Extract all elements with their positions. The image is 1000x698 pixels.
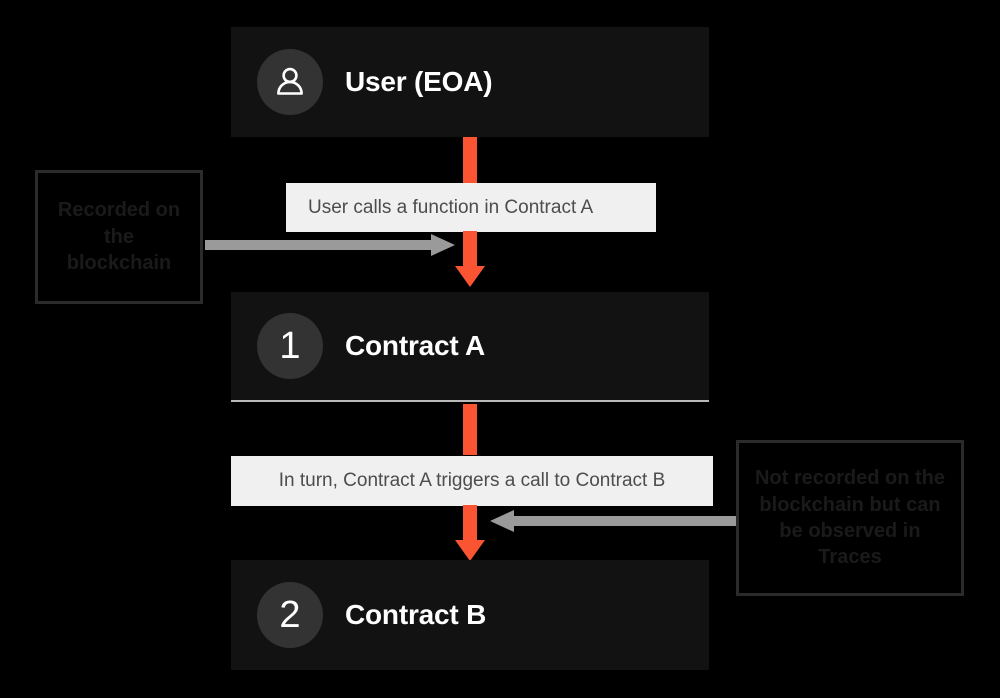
node-contract-b[interactable]: 2 Contract B — [231, 560, 709, 670]
orange-connector-user-to-label1 — [463, 137, 477, 184]
orange-connector-label1-to-contract-a — [463, 231, 477, 271]
flow-label-user-calls-contract-a: User calls a function in Contract A — [286, 183, 656, 232]
gray-arrow-left-shaft — [205, 240, 433, 250]
node-contract-a-title: Contract A — [345, 330, 486, 361]
flow-label-contract-a-triggers-contract-b: In turn, Contract A triggers a call to C… — [231, 456, 713, 506]
gray-arrow-left-to-contract-a — [205, 234, 455, 256]
orange-connector-contract-a-to-label2 — [463, 404, 477, 455]
orange-connector-label2-to-contract-b — [463, 505, 477, 545]
gray-arrow-left-head-icon — [431, 234, 455, 256]
step-number-badge-2: 2 — [257, 582, 323, 648]
annotation-recorded-on-blockchain: Recorded on the blockchain — [35, 170, 203, 304]
gray-arrow-right-head-icon — [490, 510, 514, 532]
orange-arrowhead-to-contract-b — [455, 540, 485, 561]
gray-arrow-right-shaft — [512, 516, 736, 526]
node-contract-b-title: Contract B — [345, 599, 487, 630]
orange-arrowhead-to-contract-a — [455, 266, 485, 287]
gray-arrow-right-to-contract-b — [490, 510, 736, 532]
step-number-badge-1: 1 — [257, 313, 323, 379]
annotation-left-text: Recorded on the blockchain — [57, 199, 181, 275]
annotation-right-text: Not recorded on the blockchain but can b… — [754, 467, 945, 569]
user-person-icon — [257, 49, 323, 115]
flow-label-2-text: In turn, Contract A triggers a call to C… — [278, 470, 666, 491]
node-contract-a[interactable]: 1 Contract A — [231, 292, 709, 402]
annotation-not-recorded-observed-in-traces: Not recorded on the blockchain but can b… — [736, 440, 964, 596]
node-user-eoa-title: User (EOA) — [345, 66, 493, 97]
node-user-eoa[interactable]: User (EOA) — [231, 27, 709, 137]
flow-label-1-text: User calls a function in Contract A — [308, 196, 594, 218]
